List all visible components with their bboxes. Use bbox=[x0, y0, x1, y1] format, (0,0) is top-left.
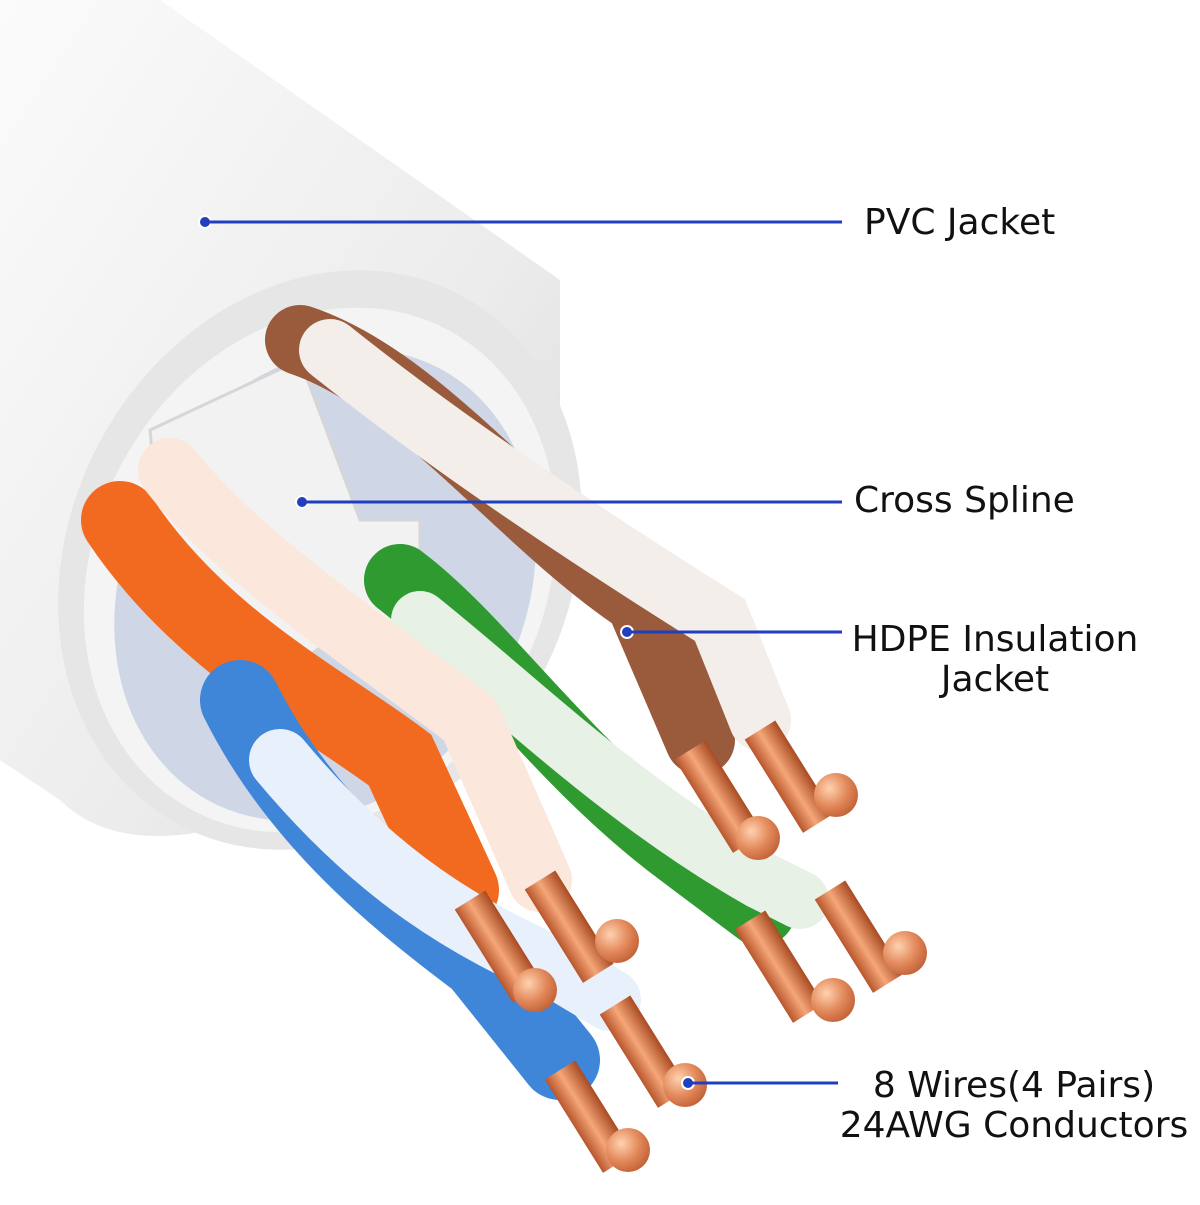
label-hdpe-insulation-jacket: HDPE Insulation Jacket bbox=[850, 620, 1140, 700]
leader-line-hdpe-insulation bbox=[620, 625, 842, 639]
label-hdpe-line-1: HDPE Insulation bbox=[851, 619, 1139, 660]
label-hdpe-line-2: Jacket bbox=[940, 659, 1050, 700]
conductor-8 bbox=[599, 995, 707, 1108]
leader-line-cross-spline bbox=[295, 495, 842, 509]
label-wires-conductors: 8 Wires(4 Pairs) 24AWG Conductors bbox=[834, 1066, 1194, 1146]
conductor-6 bbox=[524, 870, 639, 983]
conductor-3 bbox=[734, 910, 855, 1023]
label-pvc-jacket-text: PVC Jacket bbox=[864, 202, 1056, 243]
label-cross-spline: Cross Spline bbox=[854, 481, 1075, 521]
twisted-pairs bbox=[81, 305, 829, 1100]
conductor-1 bbox=[674, 740, 780, 860]
conductor-7 bbox=[544, 1060, 650, 1173]
label-wires-line-2: 24AWG Conductors bbox=[839, 1105, 1189, 1146]
conductor-4 bbox=[814, 880, 927, 993]
label-pvc-jacket: PVC Jacket bbox=[864, 203, 1055, 243]
leader-line-pvc-jacket bbox=[198, 215, 842, 229]
label-cross-spline-text: Cross Spline bbox=[854, 480, 1075, 521]
copper-conductors bbox=[454, 720, 927, 1173]
leader-lines bbox=[198, 215, 842, 1090]
leader-line-wires bbox=[681, 1076, 838, 1090]
conductor-2 bbox=[744, 720, 858, 833]
label-wires-line-1: 8 Wires(4 Pairs) bbox=[872, 1065, 1156, 1106]
conductor-5 bbox=[454, 890, 557, 1012]
